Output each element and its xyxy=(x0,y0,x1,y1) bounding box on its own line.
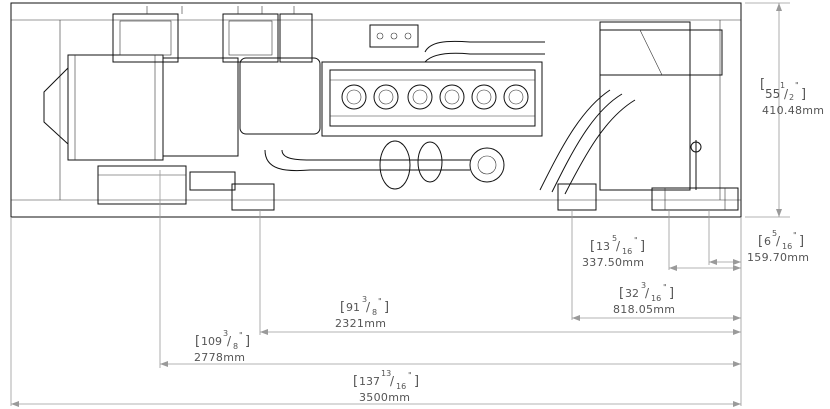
svg-text:818.05mm: 818.05mm xyxy=(613,303,675,316)
svg-text:6: 6 xyxy=(764,235,771,248)
svg-text:32: 32 xyxy=(625,287,639,300)
dim-label-159: [ 6 5 / 16 " ] 159.70mm xyxy=(747,229,809,264)
svg-text:/: / xyxy=(616,239,621,253)
svg-text:3: 3 xyxy=(641,281,646,290)
svg-text:[: [ xyxy=(590,239,595,254)
alternator xyxy=(43,54,239,205)
svg-text:": " xyxy=(663,283,667,292)
svg-text:[: [ xyxy=(195,334,200,349)
dim-label-height: [ 55 1 / 2 " ] 410.48mm xyxy=(760,77,824,117)
svg-text:]: ] xyxy=(245,334,250,349)
generator-set-outline xyxy=(10,2,742,218)
svg-text:]: ] xyxy=(799,234,804,249)
svg-text:137: 137 xyxy=(359,375,380,388)
svg-text:13: 13 xyxy=(596,240,610,253)
svg-text:[: [ xyxy=(760,77,765,92)
svg-text:": " xyxy=(378,297,382,306)
svg-text:": " xyxy=(239,331,243,340)
svg-text:": " xyxy=(793,231,797,240)
svg-text:2321mm: 2321mm xyxy=(335,317,386,330)
dim-label-818: [ 32 3 / 16 " ] 818.05mm xyxy=(613,281,675,316)
svg-text:]: ] xyxy=(384,300,389,315)
svg-text:8: 8 xyxy=(372,308,377,317)
dim-label-337: [ 13 5 / 16 " ] 337.50mm xyxy=(582,234,645,269)
dim-label-2321: [ 91 3 / 8 " ] 2321mm xyxy=(335,295,389,330)
svg-text:5: 5 xyxy=(612,234,617,243)
svg-text:16: 16 xyxy=(622,247,632,256)
svg-text:3: 3 xyxy=(362,295,367,304)
svg-text:[: [ xyxy=(758,234,763,249)
svg-text:]: ] xyxy=(801,87,806,102)
svg-text:[: [ xyxy=(619,286,624,301)
svg-text:/: / xyxy=(784,87,789,101)
svg-text:2: 2 xyxy=(789,93,794,102)
dim-label-3500: [ 137 13 / 16 " ] 3500mm xyxy=(353,369,419,404)
dimension-lines xyxy=(10,2,790,407)
svg-text:3500mm: 3500mm xyxy=(359,391,410,404)
svg-text:159.70mm: 159.70mm xyxy=(747,251,809,264)
control-panels xyxy=(112,6,313,63)
svg-text:/: / xyxy=(227,334,232,348)
svg-text:": " xyxy=(795,81,799,90)
svg-text:/: / xyxy=(390,374,395,388)
engine-block xyxy=(239,24,543,137)
svg-text:337.50mm: 337.50mm xyxy=(582,256,644,269)
svg-text:91: 91 xyxy=(346,301,360,314)
svg-text:5: 5 xyxy=(772,229,777,238)
svg-text:[: [ xyxy=(353,374,358,389)
svg-text:8: 8 xyxy=(233,342,238,351)
svg-text:109: 109 xyxy=(201,335,222,348)
svg-text:": " xyxy=(634,236,638,245)
svg-text:": " xyxy=(408,371,412,380)
svg-text:2778mm: 2778mm xyxy=(194,351,245,364)
svg-text:1: 1 xyxy=(780,81,785,90)
svg-text:]: ] xyxy=(414,374,419,389)
dim-label-2778: [ 109 3 / 8 " ] 2778mm xyxy=(194,329,250,364)
svg-text:/: / xyxy=(776,234,781,248)
svg-text:16: 16 xyxy=(782,242,792,251)
svg-text:]: ] xyxy=(669,286,674,301)
svg-text:16: 16 xyxy=(651,294,661,303)
svg-text:16: 16 xyxy=(396,382,406,391)
svg-text:/: / xyxy=(366,300,371,314)
svg-text:]: ] xyxy=(640,239,645,254)
engine-ancillaries xyxy=(189,140,597,211)
svg-text:13: 13 xyxy=(381,369,391,378)
svg-text:[: [ xyxy=(340,300,345,315)
svg-text:410.48mm: 410.48mm xyxy=(762,104,824,117)
svg-text:/: / xyxy=(645,286,650,300)
radiator xyxy=(599,21,739,211)
svg-text:3: 3 xyxy=(223,329,228,338)
svg-text:55: 55 xyxy=(765,87,780,101)
